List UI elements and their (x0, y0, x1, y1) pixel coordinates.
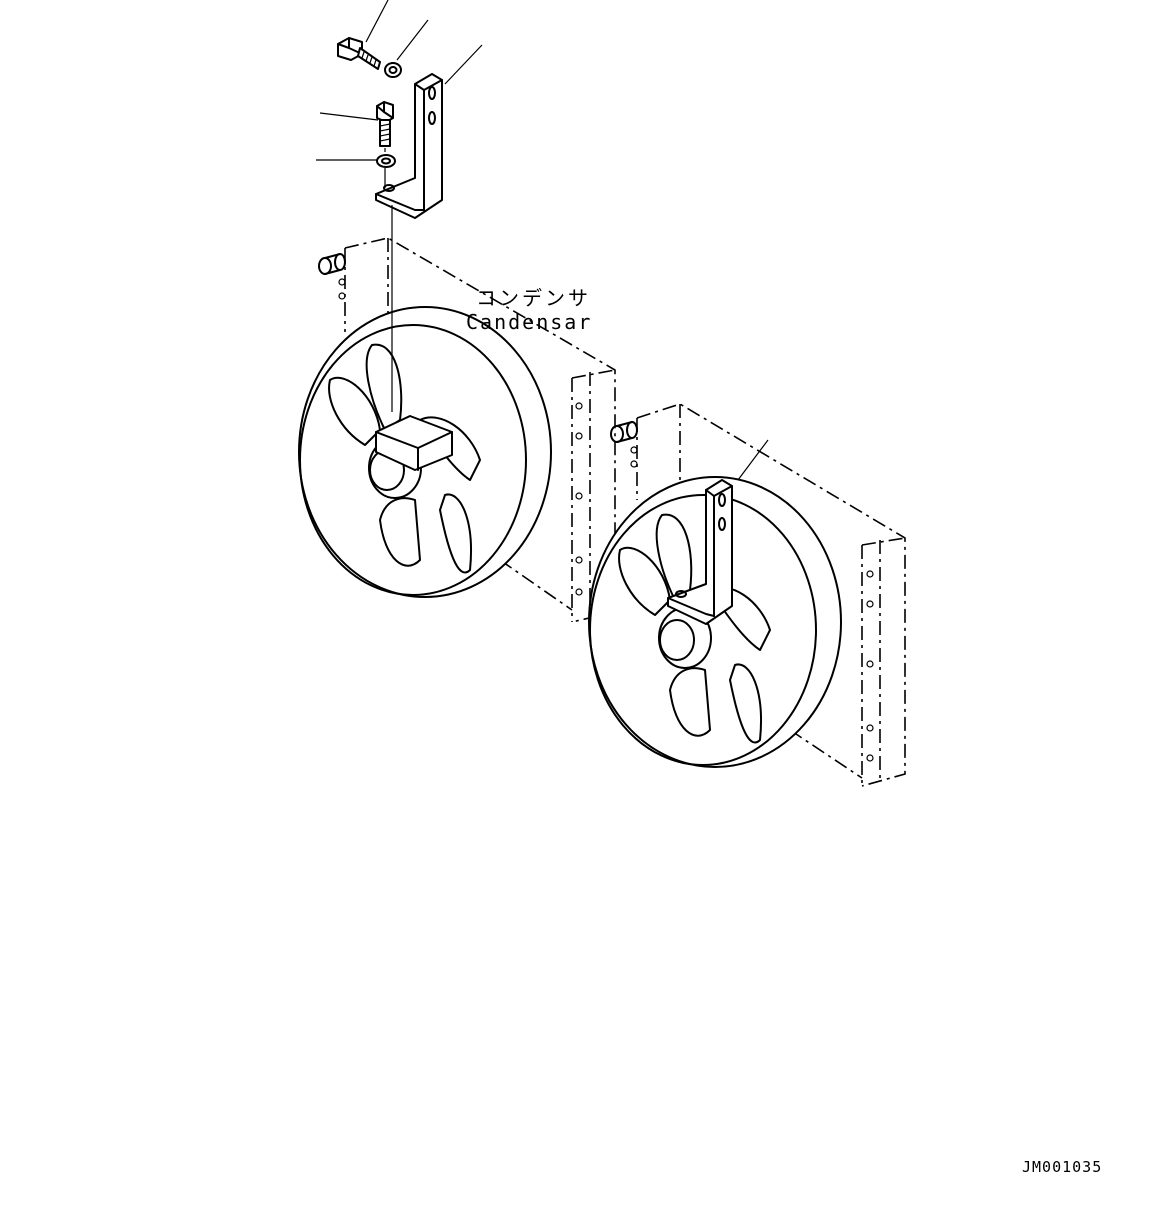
installation-line (384, 148, 393, 412)
right-fan (588, 476, 842, 768)
bracket-installed (667, 479, 733, 625)
drawing-number: JM001035 (1022, 1158, 1103, 1176)
condenser-label-en: Candensar (466, 310, 593, 334)
left-condenser-housing (318, 237, 616, 623)
bracket-upper (375, 73, 443, 219)
left-fan (298, 306, 552, 598)
condenser-label-jp: コンデンサ (476, 286, 591, 310)
right-condenser-housing (610, 403, 906, 787)
washer-lower (376, 154, 396, 168)
bolt-lower (376, 101, 394, 147)
bolt-upper (337, 37, 381, 70)
washer-upper (384, 62, 402, 78)
